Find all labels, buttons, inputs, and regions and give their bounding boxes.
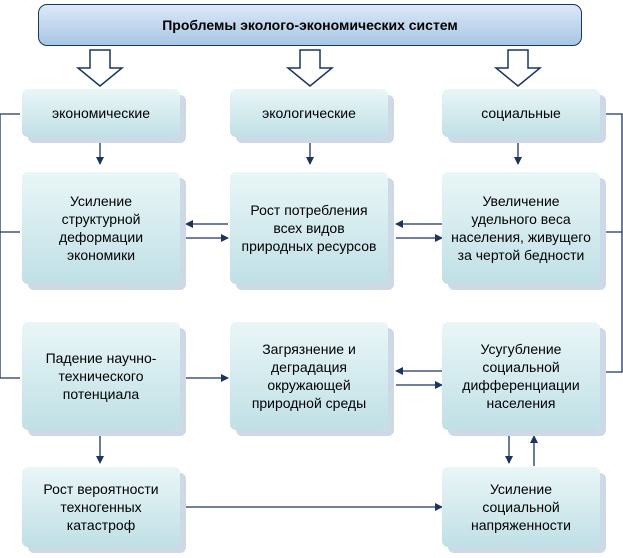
box-differentiation: Усугубление социальной дифференциации на…	[442, 322, 600, 430]
box-structural-deformation: Усиление структурной деформации экономик…	[22, 172, 180, 284]
box-poverty-share: Увеличение удельного веса населения, жив…	[442, 172, 600, 284]
category-ecological: экологические	[230, 89, 388, 137]
box-technogenic-catastrophes: Рост вероятности техногенных катастроф	[22, 467, 180, 547]
box-scientific-decline: Падение научно-технического потенциала	[22, 322, 180, 430]
right-feedback-line	[604, 113, 623, 373]
title-to-social-arrow	[493, 49, 543, 87]
category-economic: экономические	[22, 89, 180, 137]
category-social: социальные	[442, 89, 600, 137]
left-feedback-line	[0, 113, 20, 379]
title-to-economic-arrow	[75, 49, 125, 87]
page-title: Проблемы эколого-экономических систем	[38, 4, 582, 46]
box-pollution: Загрязнение и деградация окружающей прир…	[230, 322, 388, 430]
title-to-ecological-arrow	[285, 49, 335, 87]
box-social-tension: Усиление социальной напряженности	[442, 467, 600, 547]
box-resource-consumption: Рост потребления всех видов природных ре…	[230, 172, 388, 284]
